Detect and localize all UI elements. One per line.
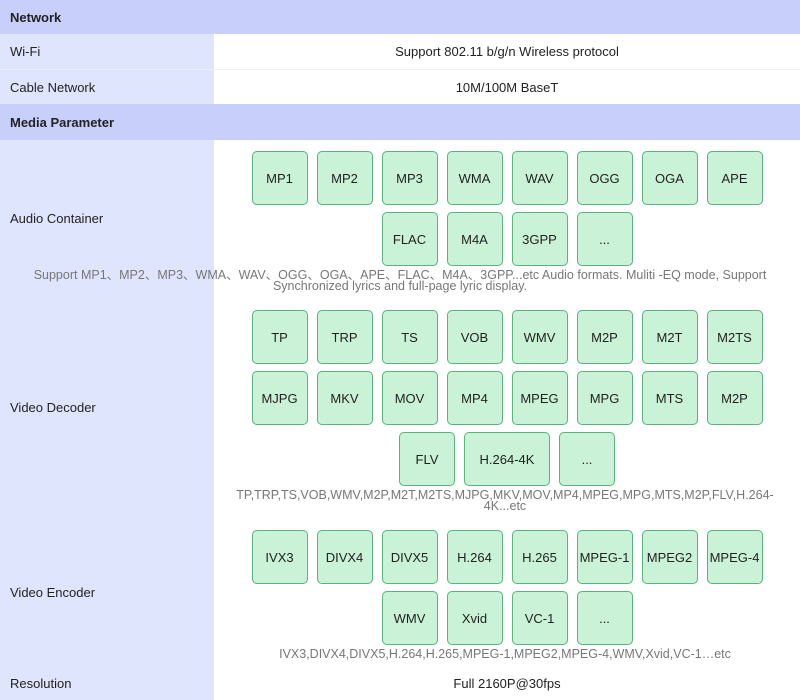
- video-decoder-chip: M2T: [641, 310, 698, 364]
- wifi-row: Wi-Fi Support 802.11 b/g/n Wireless prot…: [0, 34, 800, 69]
- video-decoder-chip: VOB: [446, 310, 503, 364]
- video-decoder-chip: TRP: [316, 310, 373, 364]
- video-encoder-chip: DIVX4: [316, 530, 373, 584]
- cable-network-row: Cable Network 10M/100M BaseT: [0, 70, 800, 104]
- video-encoder-chip: MPEG-4: [706, 530, 763, 584]
- video-decoder-chip: MTS: [641, 371, 698, 425]
- video-decoder-chip: TP: [251, 310, 308, 364]
- video-decoder-chip: ...: [559, 432, 615, 486]
- video-encoder-row-2: WMV Xvid VC-1 ...: [214, 591, 800, 645]
- video-encoder-chip: H.264: [446, 530, 503, 584]
- video-encoder-label: Video Encoder: [0, 517, 214, 667]
- video-encoder-row-1: IVX3 DIVX4 DIVX5 H.264 H.265 MPEG-1 MPEG…: [214, 530, 800, 584]
- video-decoder-row-3: FLV H.264-4K ...: [214, 432, 800, 486]
- video-encoder-chip: MPEG2: [641, 530, 698, 584]
- audio-container-value: MP1 MP2 MP3 WMA WAV OGG OGA APE FLAC M4A…: [214, 140, 800, 297]
- video-encoder-chip: Xvid: [446, 591, 503, 645]
- video-decoder-label: Video Decoder: [0, 297, 214, 517]
- video-decoder-chip: M2P: [706, 371, 763, 425]
- video-decoder-chip: M2TS: [706, 310, 763, 364]
- audio-format-chip: WAV: [511, 151, 568, 205]
- audio-format-chip: M4A: [446, 212, 503, 266]
- wifi-value: Support 802.11 b/g/n Wireless protocol: [395, 44, 619, 59]
- audio-container-row: Audio Container MP1 MP2 MP3 WMA WAV OGG …: [0, 140, 800, 297]
- video-encoder-chip: MPEG-1: [576, 530, 633, 584]
- video-decoder-chip: WMV: [511, 310, 568, 364]
- video-decoder-chip: MPEG: [511, 371, 568, 425]
- cable-network-value: 10M/100M BaseT: [455, 79, 559, 95]
- video-encoder-chip: VC-1: [511, 591, 568, 645]
- video-encoder-chip: WMV: [381, 591, 438, 645]
- audio-container-description: Support MP1、MP2、MP3、WMA、WAV、OGG、OGA、APE、…: [33, 268, 767, 293]
- video-decoder-description: TP,TRP,TS,VOB,WMV,M2P,M2T,M2TS,MJPG,MKV,…: [236, 488, 774, 513]
- video-decoder-row: Video Decoder TP TRP TS VOB WMV M2P M2T …: [0, 297, 800, 517]
- video-decoder-chip: MP4: [446, 371, 503, 425]
- audio-format-chip: WMA: [446, 151, 503, 205]
- video-decoder-chip: FLV: [399, 432, 455, 486]
- audio-format-chip: OGG: [576, 151, 633, 205]
- cable-network-label: Cable Network: [0, 70, 214, 104]
- video-decoder-chip: MOV: [381, 371, 438, 425]
- video-decoder-chip: H.264-4K: [464, 432, 550, 486]
- video-encoder-chip: ...: [576, 591, 633, 645]
- network-header-title: Network: [10, 9, 62, 25]
- video-encoder-description: IVX3,DIVX4,DIVX5,H.264,H.265,MPEG-1,MPEG…: [279, 647, 731, 661]
- video-encoder-chip: IVX3: [251, 530, 308, 584]
- video-decoder-row-2: MJPG MKV MOV MP4 MPEG MPG MTS M2P: [214, 371, 800, 425]
- video-decoder-chip: MJPG: [251, 371, 308, 425]
- audio-format-chip: MP1: [251, 151, 308, 205]
- media-parameter-header: Media Parameter: [0, 104, 800, 140]
- audio-format-chip: ...: [576, 212, 633, 266]
- network-header: Network: [0, 0, 800, 34]
- resolution-row: Resolution Full 2160P@30fps: [0, 667, 800, 700]
- audio-format-row-1: MP1 MP2 MP3 WMA WAV OGG OGA APE: [214, 151, 800, 205]
- video-encoder-row: Video Encoder IVX3 DIVX4 DIVX5 H.264 H.2…: [0, 517, 800, 667]
- audio-format-chip: FLAC: [381, 212, 438, 266]
- video-encoder-chip: H.265: [511, 530, 568, 584]
- wifi-label: Wi-Fi: [0, 34, 214, 69]
- audio-format-chip: APE: [706, 151, 763, 205]
- audio-container-label: Audio Container: [0, 140, 214, 297]
- audio-format-row-2: FLAC M4A 3GPP ...: [214, 212, 800, 266]
- video-decoder-chip: M2P: [576, 310, 633, 364]
- video-decoder-chip: MPG: [576, 371, 633, 425]
- video-encoder-chip: DIVX5: [381, 530, 438, 584]
- media-parameter-header-title: Media Parameter: [10, 114, 115, 130]
- audio-format-chip: MP2: [316, 151, 373, 205]
- audio-format-chip: 3GPP: [511, 212, 568, 266]
- resolution-label: Resolution: [0, 667, 214, 700]
- video-decoder-chip: MKV: [316, 371, 373, 425]
- video-decoder-chip: TS: [381, 310, 438, 364]
- video-decoder-row-1: TP TRP TS VOB WMV M2P M2T M2TS: [214, 310, 800, 364]
- resolution-value: Full 2160P@30fps: [453, 676, 561, 691]
- video-decoder-value: TP TRP TS VOB WMV M2P M2T M2TS MJPG MKV …: [214, 297, 800, 517]
- audio-format-chip: OGA: [641, 151, 698, 205]
- video-encoder-value: IVX3 DIVX4 DIVX5 H.264 H.265 MPEG-1 MPEG…: [214, 517, 800, 667]
- audio-format-chip: MP3: [381, 151, 438, 205]
